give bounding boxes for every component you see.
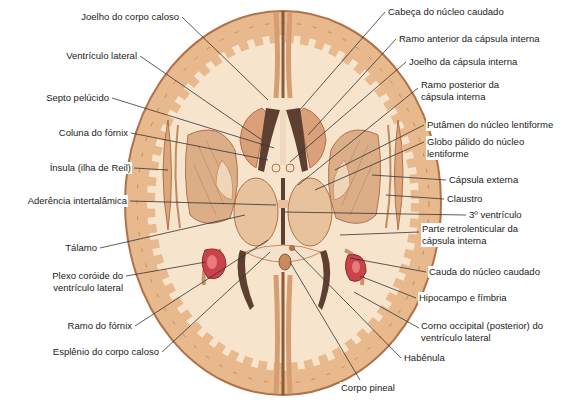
- part-label: Esplênio do corpo caloso: [52, 346, 160, 358]
- part-label: Cabeça do núcleo caudado: [387, 6, 505, 18]
- part-label: Putâmen do núcleo lentiforme: [426, 119, 554, 131]
- part-label: Ramo posterior da cápsula interna: [420, 79, 530, 103]
- part-label: Joelho do corpo caloso: [80, 11, 180, 23]
- part-label: Cauda do núcleo caudado: [428, 266, 541, 278]
- part-label: Coluna do fórnix: [58, 127, 129, 139]
- part-label: Joelho da cápsula interna: [408, 56, 518, 68]
- part-label: Plexo coróide do ventrículo lateral: [22, 270, 124, 294]
- part-label: Ramo anterior da cápsula interna: [398, 33, 540, 45]
- part-label: Aderência intertalâmica: [27, 195, 128, 207]
- part-label: Cápsula externa: [448, 174, 519, 186]
- part-label: Habênula: [403, 352, 446, 364]
- part-label: Septo pelúcido: [45, 92, 110, 104]
- part-label: Ventrículo lateral: [65, 50, 138, 62]
- part-label: Ínsula (ilha de Reil): [49, 162, 132, 174]
- part-label: Hipocampo e fímbria: [418, 292, 508, 304]
- part-label: Parte retrolenticular da cápsula interna: [421, 223, 553, 247]
- part-label: Corpo pineal: [340, 382, 396, 394]
- part-label: Corno occipital (posterior) do ventrícul…: [420, 320, 558, 344]
- part-label: Globo pálido do núcleo lentiforme: [426, 136, 544, 160]
- part-label: Tálamo: [64, 242, 98, 254]
- part-label: 3º ventrículo: [468, 209, 523, 221]
- part-label: Ramo do fórnix: [67, 320, 133, 332]
- part-label: Claustro: [446, 193, 483, 205]
